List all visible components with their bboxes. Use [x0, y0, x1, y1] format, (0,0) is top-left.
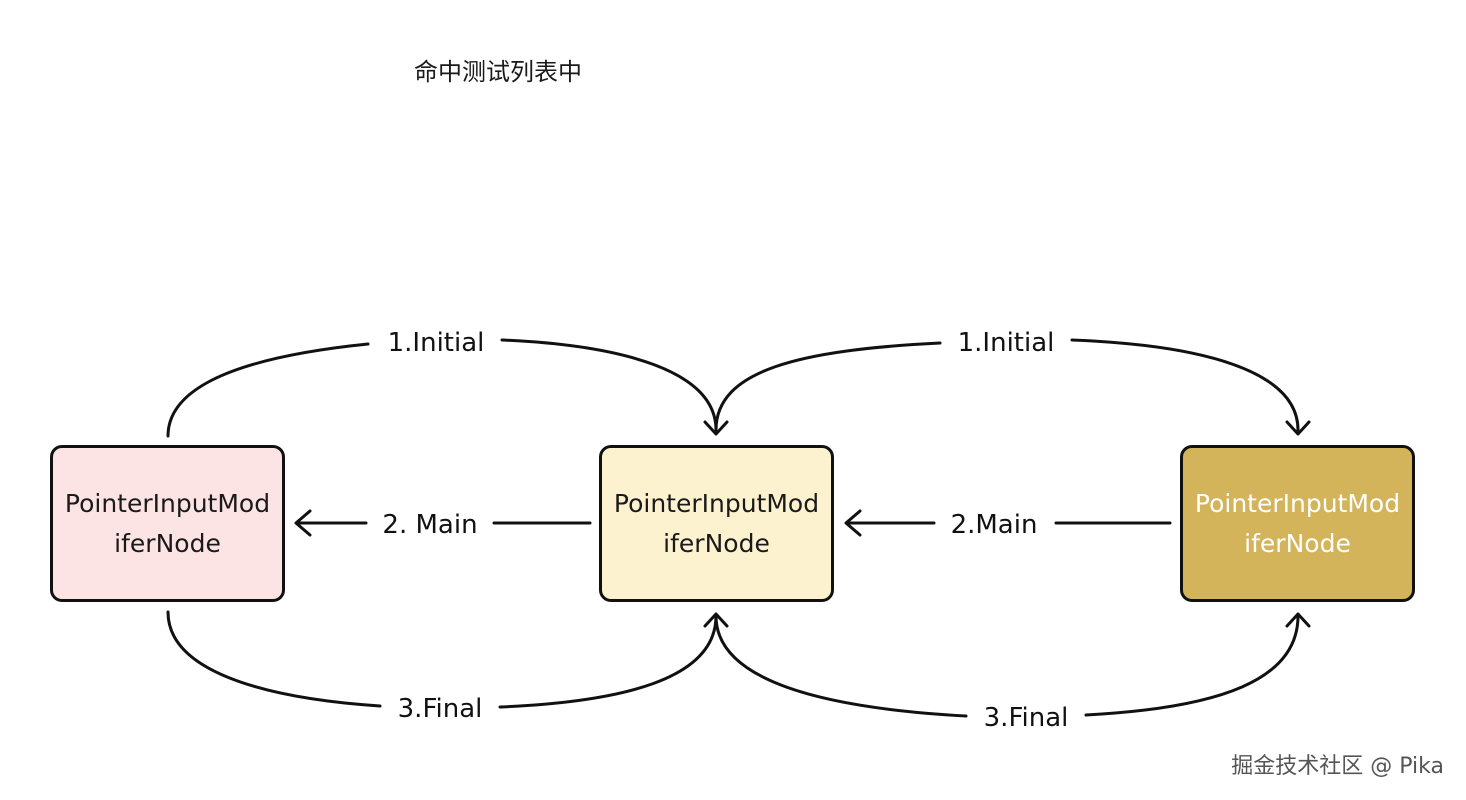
arrowhead-main-left — [294, 509, 312, 537]
label-final-left: 3.Final — [397, 694, 483, 724]
arrowhead-final-left — [703, 612, 729, 628]
label-final-right: 3.Final — [983, 703, 1069, 733]
watermark: 掘金技术社区 @ Pika — [1231, 754, 1444, 779]
arrow-final-right-tail — [1084, 614, 1300, 717]
arrow-initial-left — [166, 342, 370, 438]
node-right-label: PointerInputModiferNode — [1194, 488, 1401, 558]
arrow-final-right-start — [714, 614, 968, 718]
arrow-final-left-tail — [498, 614, 718, 709]
node-right: PointerInputModiferNode — [1180, 445, 1415, 602]
arrowhead-final-right — [1285, 612, 1311, 628]
node-middle-label: PointerInputModiferNode — [613, 488, 820, 558]
node-left-label: PointerInputModiferNode — [64, 488, 271, 558]
label-initial-left: 1.Initial — [387, 328, 485, 358]
arrow-final-left — [166, 610, 382, 708]
node-left: PointerInputModiferNode — [50, 445, 285, 602]
arrow-initial-right-start — [714, 341, 942, 432]
diagram-title: 命中测试列表中 — [414, 58, 582, 86]
label-initial-right: 1.Initial — [957, 328, 1055, 358]
arrow-initial-right-tail — [1070, 338, 1300, 432]
node-middle: PointerInputModiferNode — [599, 445, 834, 602]
arrowhead-initial-right — [1285, 420, 1311, 436]
label-main-right: 2.Main — [950, 510, 1038, 540]
label-main-left: 2. Main — [382, 510, 478, 540]
arrowhead-main-right — [844, 509, 862, 537]
arrowhead-initial-left — [703, 420, 729, 436]
arrow-initial-left-tail — [500, 338, 718, 432]
